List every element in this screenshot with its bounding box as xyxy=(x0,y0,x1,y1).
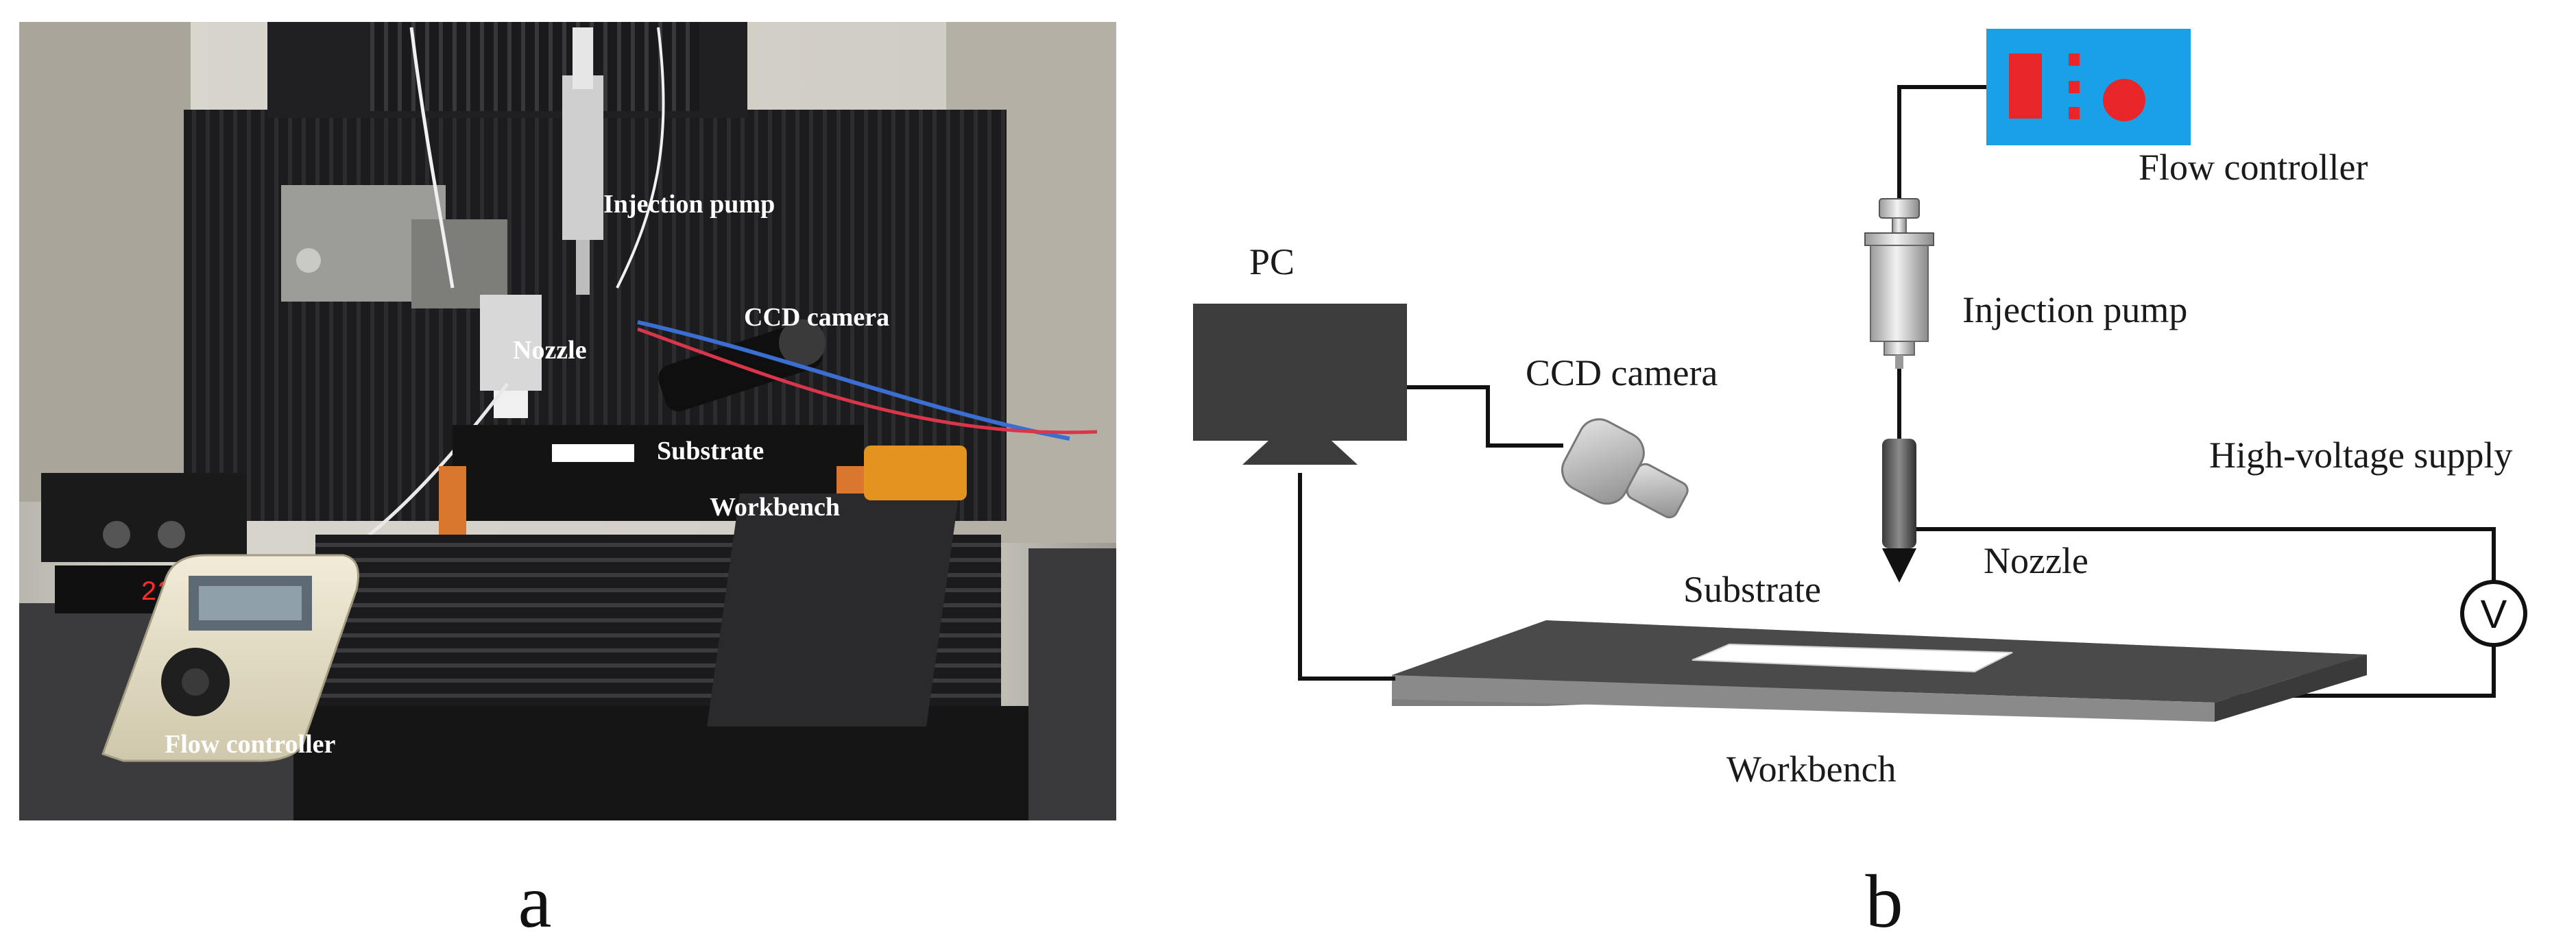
syringe-icon xyxy=(1864,198,1934,369)
substrate-icon xyxy=(1692,643,2013,673)
label-workbench: Workbench xyxy=(1726,748,1897,790)
pc-workbench-line xyxy=(1298,473,1395,681)
label-substrate-photo: Substrate xyxy=(657,437,764,465)
label-ccd-camera: CCD camera xyxy=(1526,352,1718,393)
voltmeter-symbol: V xyxy=(2481,592,2507,637)
label-pc: PC xyxy=(1249,241,1295,282)
nozzle-icon xyxy=(1882,439,1916,583)
panel-a-photo: 2222 Injection pump CCD camera Nozzle Su… xyxy=(19,22,1116,820)
label-nozzle-photo: Nozzle xyxy=(513,336,587,365)
photo-substrate xyxy=(552,444,634,462)
label-flow-controller-photo: Flow controller xyxy=(165,730,336,759)
label-flow-controller: Flow controller xyxy=(2139,147,2368,188)
panel-letter-b: b xyxy=(1866,860,1903,943)
label-injection-pump-photo: Injection pump xyxy=(603,190,775,219)
pc-icon xyxy=(1193,304,1407,465)
ccd-camera-icon xyxy=(1561,418,1689,519)
panel-letter-a: a xyxy=(518,860,552,943)
flow-line xyxy=(1897,85,1986,199)
photo-flow-controller xyxy=(101,554,359,762)
power-supply xyxy=(41,473,247,562)
hv-line-top xyxy=(1916,527,2496,583)
label-high-voltage-supply: High-voltage supply xyxy=(2209,435,2512,476)
label-injection-pump: Injection pump xyxy=(1962,289,2187,330)
flow-controller-box xyxy=(1986,29,2191,145)
label-nozzle: Nozzle xyxy=(1984,540,2089,581)
label-substrate: Substrate xyxy=(1683,569,1821,610)
photo-syringe xyxy=(562,75,603,240)
label-workbench-photo: Workbench xyxy=(710,493,840,522)
label-ccd-camera-photo: CCD camera xyxy=(744,303,889,332)
hv-line-bottom xyxy=(2209,645,2496,698)
pc-camera-line xyxy=(1407,385,1563,448)
panel-b-schematic: Flow controller Injection pump Nozzle V … xyxy=(1193,29,2527,790)
workbench-icon xyxy=(1392,620,2367,722)
